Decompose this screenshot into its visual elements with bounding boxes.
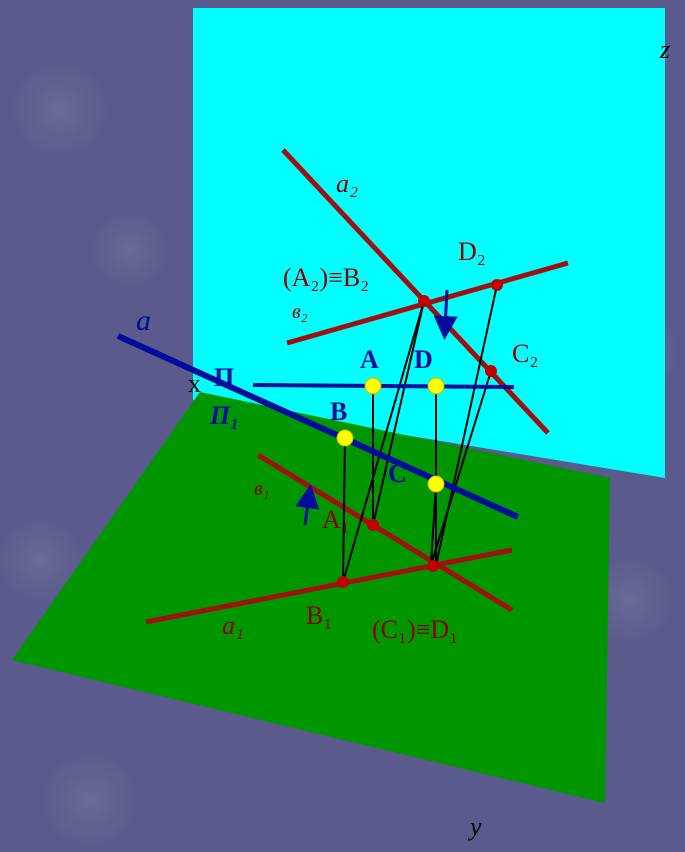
label-A: A [360,345,379,374]
axis-x-label: x [188,369,201,398]
label-A2B2: (A₂)≡B₂ [283,263,369,292]
label-B1: B₁ [306,601,332,630]
arrow-horizontal [295,484,320,526]
label-D: D [414,345,433,374]
label-b1: в₁ [254,478,270,500]
projection-connectors [342,284,498,583]
line-a1 [145,547,513,625]
label-Pi2: П [214,363,234,392]
label-A1: A₁ [322,505,350,534]
yellow-points [336,377,445,493]
frontal-plane [193,8,665,478]
label-C1D1: (C₁)≡D₁ [372,615,458,644]
label-a1: a₁ [222,611,244,640]
axis-z-label: z [659,35,670,64]
label-D2: D₂ [458,237,486,266]
line-a [116,333,520,520]
arrow-frontal [433,289,458,340]
red-points [337,279,503,588]
label-C2: C₂ [512,339,538,368]
label-Pi1: П₁ [209,401,239,430]
label-b2: в₂ [292,301,308,323]
label-B: B [330,397,347,426]
line-pi-trace [252,383,515,389]
label-a2: a₂ [336,169,358,198]
horizontal-plane [12,392,610,803]
label-C: C [388,459,407,488]
axis-y-label: y [467,812,482,841]
line-b1 [256,452,514,613]
label-a: a [136,304,151,337]
